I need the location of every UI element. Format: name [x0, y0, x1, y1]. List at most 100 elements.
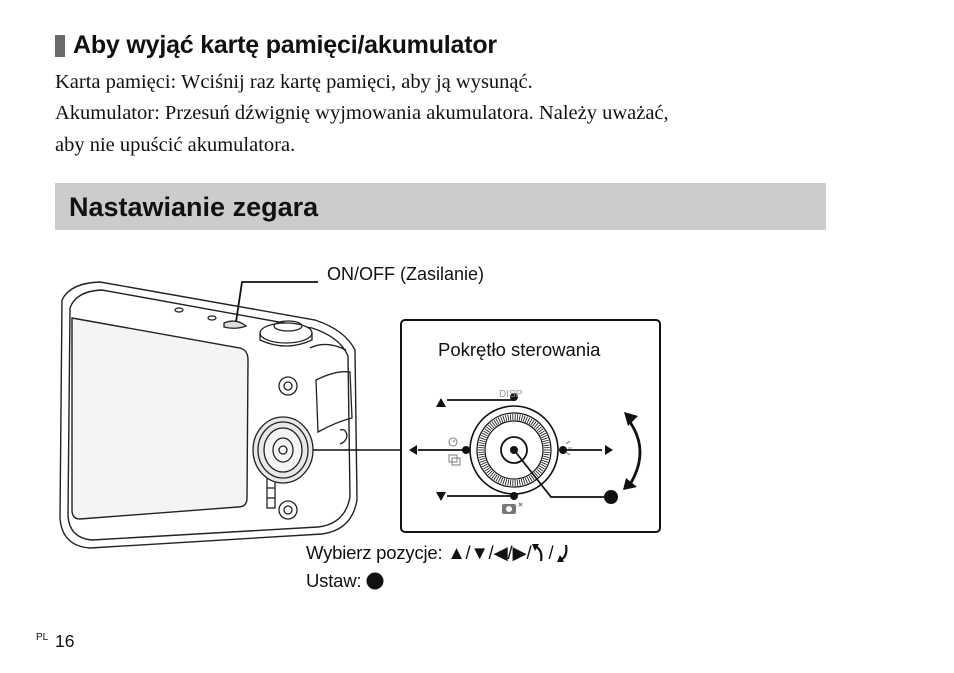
dial-tick [507, 479, 510, 486]
dial-tick [516, 479, 519, 486]
dial-tick [495, 418, 500, 425]
set-instruction: Ustaw: [306, 570, 387, 592]
dial-tick [543, 444, 550, 447]
dial-tick [543, 442, 550, 445]
dial-tick [538, 467, 544, 472]
camera-control-wheel [252, 416, 314, 484]
dial-tick [479, 457, 486, 461]
down-triangle-icon [436, 492, 446, 501]
onoff-label: ON/OFF (Zasilanie) [327, 264, 484, 284]
up-triangle-icon [436, 398, 446, 407]
dial-tick [538, 428, 544, 433]
dial-tick [533, 422, 539, 428]
dial-tick [524, 477, 528, 484]
dial-up-dot [510, 393, 518, 401]
dial-tick [502, 478, 506, 485]
dial-tick [535, 470, 541, 476]
dial-tick [540, 463, 546, 468]
dial-tick [526, 417, 531, 424]
dial-tick [484, 467, 490, 472]
dial-tick [528, 475, 533, 482]
dial-tick [502, 415, 506, 422]
right-triangle-icon [605, 445, 613, 455]
dial-tick [518, 479, 521, 486]
rotate-arc [625, 417, 642, 487]
rotate-arrow-up-icon [624, 412, 638, 426]
dial-tick [509, 479, 512, 486]
dial-tick [479, 439, 486, 443]
dial-tick [509, 414, 512, 421]
select-text: Wybierz pozycje: ▲/▼/◀/▶/ [306, 542, 532, 563]
dial-tick [532, 421, 537, 427]
dial-tick [541, 434, 548, 439]
page-number: 16 [55, 631, 75, 651]
left-triangle-icon [409, 445, 417, 455]
camera-grip [315, 371, 353, 445]
dial-tick [524, 416, 528, 423]
dial-tick [480, 459, 486, 463]
dial-tick [489, 472, 495, 478]
disp-label: DISP [499, 389, 523, 400]
dial-tick [528, 418, 533, 425]
dial-tick [542, 439, 549, 443]
dial-tick [540, 432, 546, 437]
dial-tick [535, 424, 541, 430]
dial-tick [542, 437, 548, 441]
dial-tick [491, 421, 496, 427]
dial-tick [493, 419, 498, 426]
dial-tick [522, 415, 526, 422]
select-slash: / [548, 542, 554, 563]
camera-buttons [266, 376, 298, 520]
dial-tick [478, 453, 485, 456]
set-button-dot-icon [604, 490, 618, 504]
dial-tick [526, 476, 531, 483]
dial-tick [522, 478, 526, 485]
banner-title: Nastawianie zegara [69, 192, 319, 222]
paragraph-line-3: aby nie upuścić akumulatora. [55, 134, 296, 156]
dial-tick [520, 479, 524, 486]
dial-tick [504, 414, 508, 421]
dial-tick [497, 417, 502, 424]
dial-tick [482, 463, 488, 468]
dial-tick [539, 430, 545, 435]
dial-tick [504, 479, 508, 486]
dial-tick [507, 414, 510, 421]
dial-tick [483, 430, 489, 435]
dial-tick [500, 477, 504, 484]
dial-tick [497, 476, 502, 483]
dial-ticks [478, 414, 550, 486]
dial-tick [480, 437, 486, 441]
dial-tick [478, 442, 485, 445]
dial-tick [539, 465, 545, 470]
dial-tick [480, 461, 487, 466]
dial-tick [486, 468, 492, 474]
dial-tick [516, 414, 519, 421]
set-text: Ustaw: [306, 570, 362, 591]
section-banner-clock: Nastawianie zegara [55, 183, 826, 230]
camera-body [59, 281, 358, 549]
dial-tick [520, 414, 524, 421]
dial-tick [487, 424, 493, 430]
rotate-arrow-down-icon [623, 478, 637, 490]
onoff-leader-line [235, 281, 318, 323]
dial-tick [491, 473, 496, 479]
dial-tick [500, 416, 504, 423]
dial-tick [543, 455, 550, 458]
dial-tick [542, 459, 548, 463]
dial-tick [542, 457, 549, 461]
dial-tick [480, 434, 487, 439]
set-dot-icon [366, 572, 384, 590]
section-heading-remove-card-battery: Aby wyjąć kartę pamięci/akumulator [55, 31, 497, 60]
dial-tick [495, 475, 500, 482]
dial-tick [484, 428, 490, 433]
dial-tick [493, 474, 498, 481]
rotate-clockwise-icon [557, 544, 568, 562]
dial-tick [482, 432, 488, 437]
section-heading-text: Aby wyjąć kartę pamięci/akumulator [73, 31, 497, 59]
center-leader-line [513, 449, 604, 498]
dial-tick [483, 465, 489, 470]
dial-tick [543, 453, 550, 456]
dial-tick [478, 455, 485, 458]
select-instruction: Wybierz pozycje: ▲/▼/◀/▶/ / [306, 542, 570, 564]
dial-tick [533, 472, 539, 478]
